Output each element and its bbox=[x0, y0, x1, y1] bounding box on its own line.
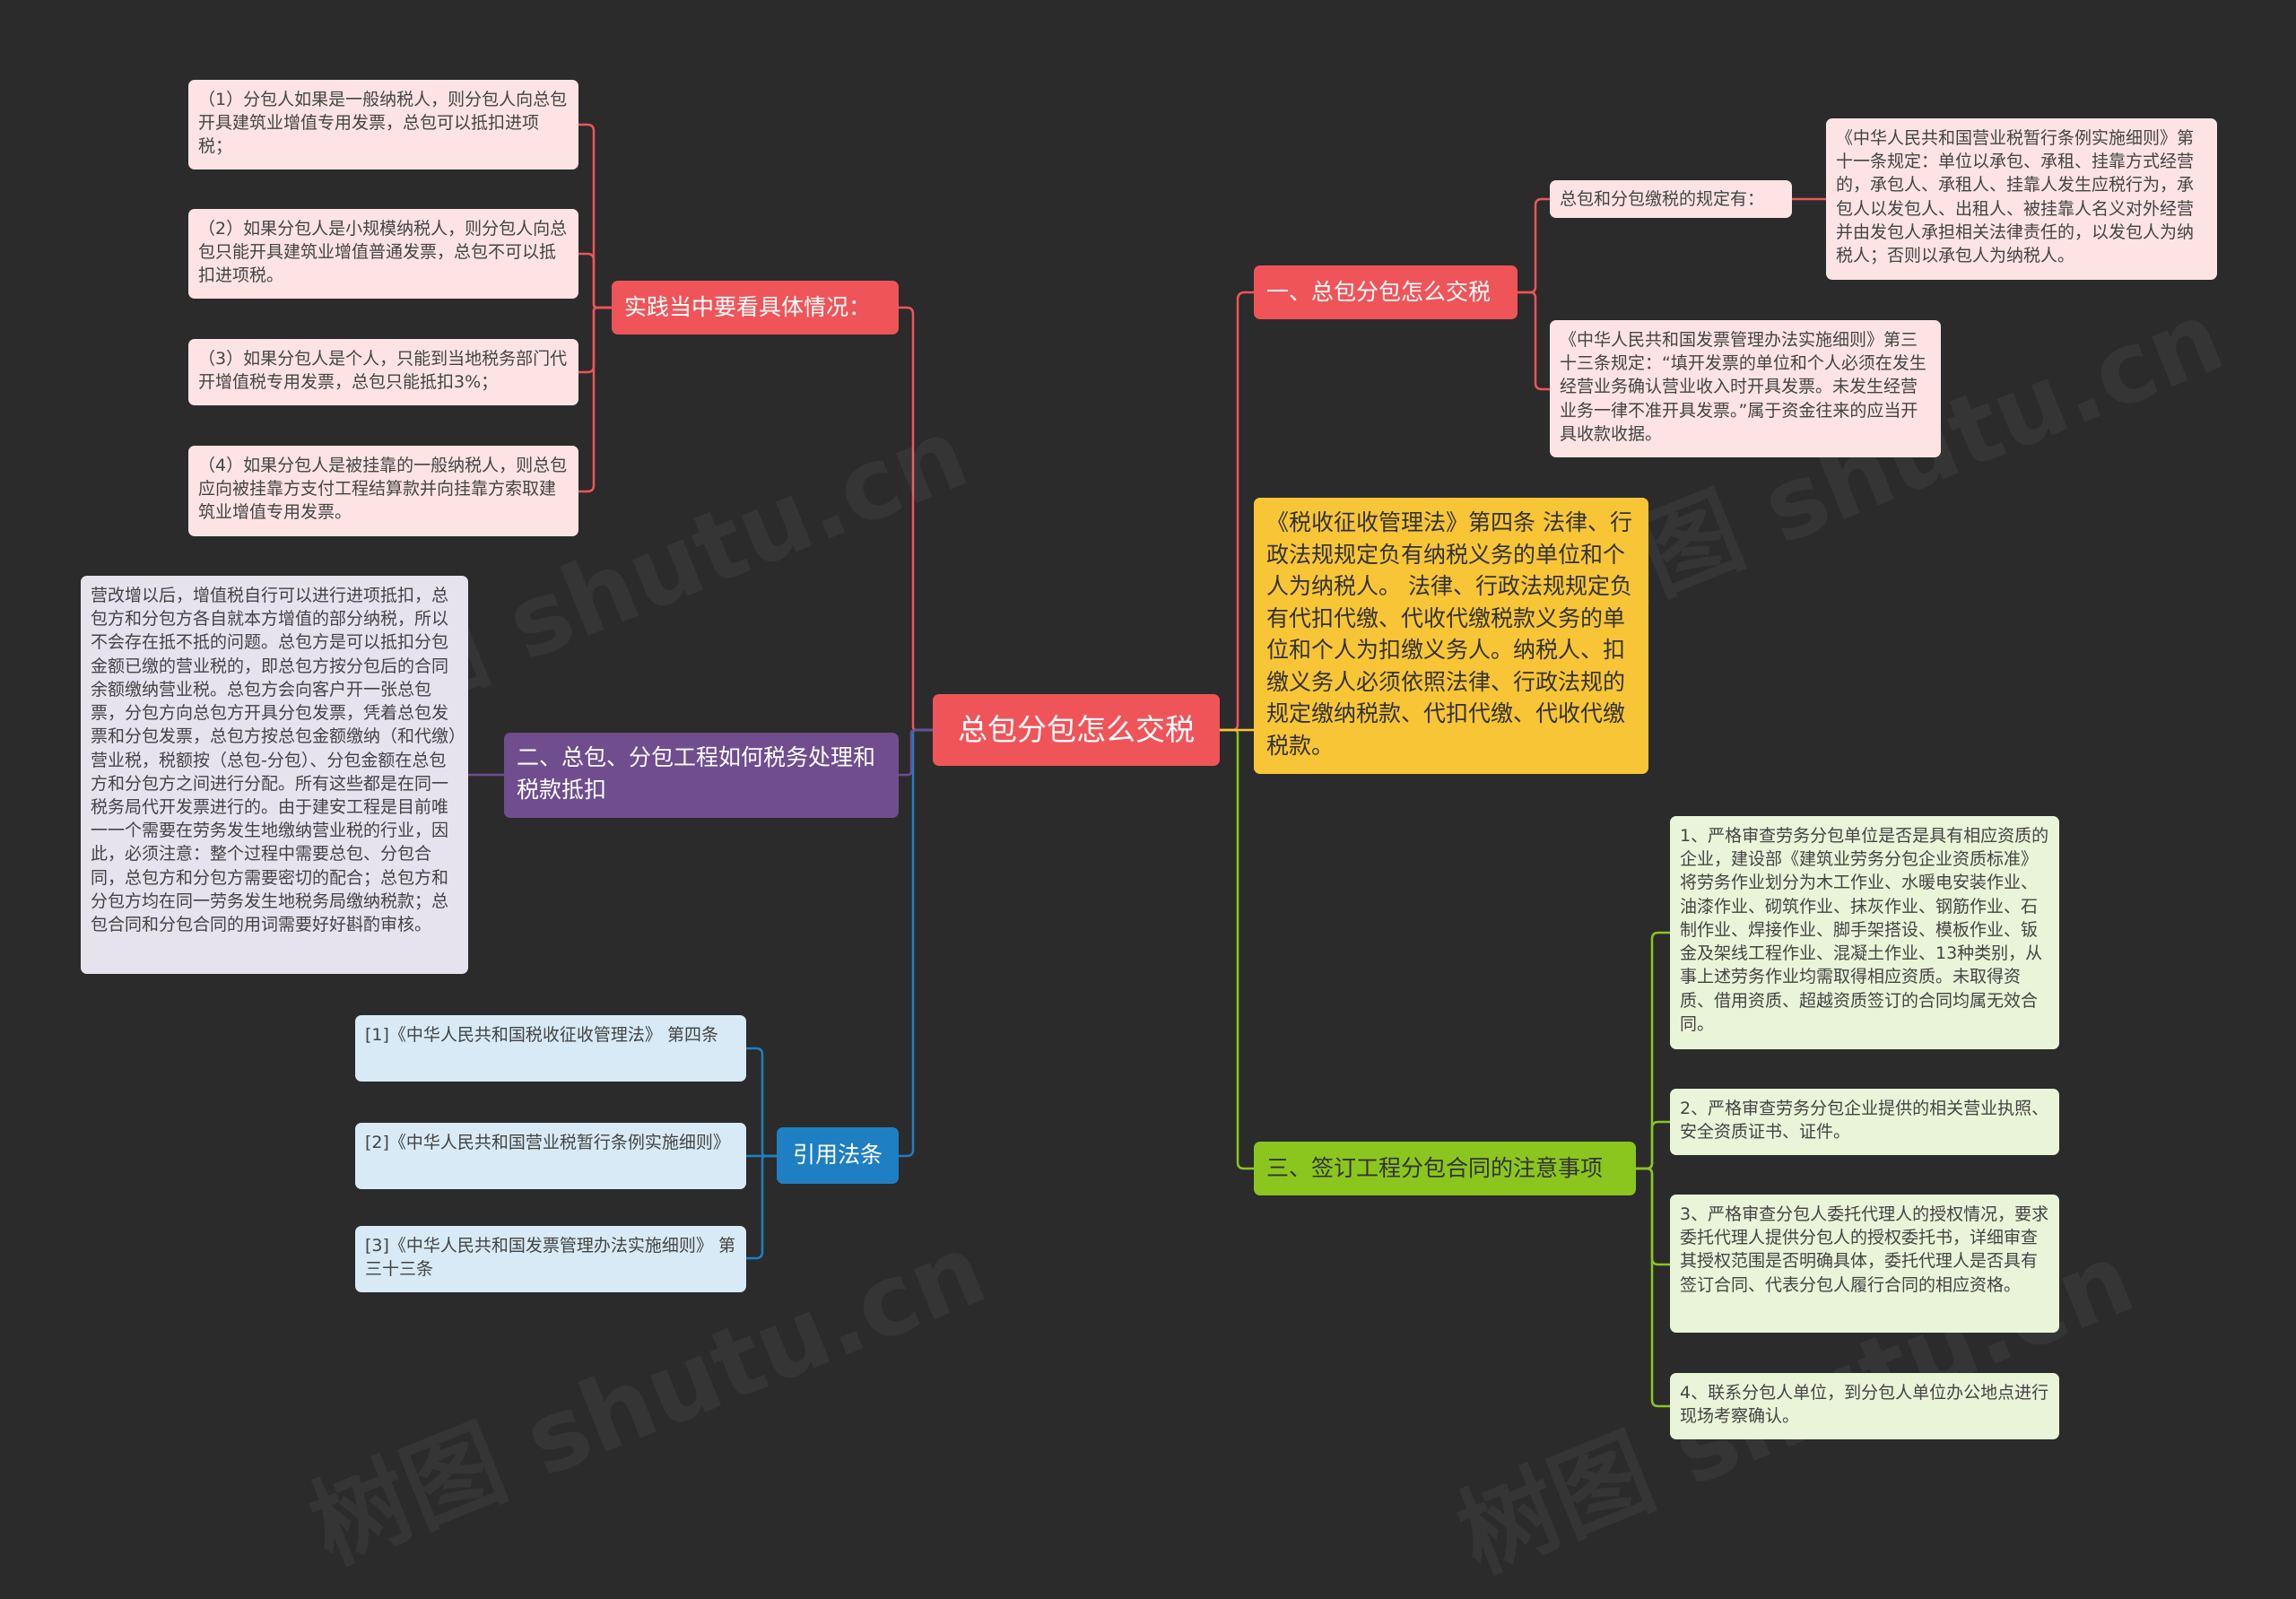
contract-note-text: 4、联系分包人单位，到分包人单位办公地点进行现场考察确认。 bbox=[1680, 1383, 2049, 1427]
branch-practice-label: 实践当中要看具体情况： bbox=[624, 293, 872, 320]
tax-law-note-text: 《税收征收管理法》第四条 法律、行政法规规定负有纳税义务的单位和个人为纳税人。 … bbox=[1266, 509, 1632, 759]
branch-how-to-pay-tax-label: 一、总包分包怎么交税 bbox=[1266, 278, 1492, 305]
citation-text: [3]《中华人民共和国发票管理办法实施细则》 第三十三条 bbox=[365, 1236, 735, 1280]
practice-item-2[interactable]: （2）如果分包人是小规模纳税人，则分包人向总包只能开具建筑业增值普通发票，总包不… bbox=[188, 209, 578, 299]
contract-note-text: 1、严格审查劳务分包单位是否是具有相应资质的企业，建设部《建筑业劳务分包企业资质… bbox=[1680, 826, 2049, 1034]
contract-note-2[interactable]: 2、严格审查劳务分包企业提供的相关营业执照、安全资质证书、证件。 bbox=[1670, 1089, 2059, 1155]
contract-note-4[interactable]: 4、联系分包人单位，到分包人单位办公地点进行现场考察确认。 bbox=[1670, 1373, 2059, 1439]
tax-law-note[interactable]: 《税收征收管理法》第四条 法律、行政法规规定负有纳税义务的单位和个人为纳税人。 … bbox=[1254, 498, 1648, 774]
citation-item-2[interactable]: [2]《中华人民共和国营业税暂行条例实施细则》 bbox=[355, 1123, 746, 1189]
practice-item-4[interactable]: （4）如果分包人是被挂靠的一般纳税人，则总包应向被挂靠方支付工程结算款并向挂靠方… bbox=[188, 446, 578, 536]
branch-tax-handling-label: 二、总包、分包工程如何税务处理和税款抵扣 bbox=[517, 744, 876, 804]
tax-rules-detail-text: 《中华人民共和国营业税暂行条例实施细则》第十一条规定：单位以承包、承租、挂靠方式… bbox=[1836, 128, 2195, 266]
citation-item-3[interactable]: [3]《中华人民共和国发票管理办法实施细则》 第三十三条 bbox=[355, 1226, 746, 1292]
tax-rules-heading-text: 总包和分包缴税的规定有： bbox=[1560, 188, 1765, 209]
connector-lines bbox=[468, 123, 1826, 1408]
tax-handling-detail-text: 营改增以后，增值税自行可以进行进项抵扣，总包方和分包方各自就本方增值的部分纳税，… bbox=[91, 586, 457, 935]
branch-practice[interactable]: 实践当中要看具体情况： bbox=[612, 281, 899, 335]
citation-text: [1]《中华人民共和国税收征收管理法》 第四条 bbox=[365, 1025, 718, 1045]
invoice-rule-note-text: 《中华人民共和国发票管理办法实施细则》第三十三条规定：“填开发票的单位和个人必须… bbox=[1560, 330, 1926, 444]
branch-contract-notes[interactable]: 三、签订工程分包合同的注意事项 bbox=[1254, 1142, 1636, 1195]
practice-item-1[interactable]: （1）分包人如果是一般纳税人，则分包人向总包开具建筑业增值专用发票，总包可以抵扣… bbox=[188, 80, 578, 169]
practice-item-text: （2）如果分包人是小规模纳税人，则分包人向总包只能开具建筑业增值普通发票，总包不… bbox=[198, 219, 568, 286]
tax-rules-heading[interactable]: 总包和分包缴税的规定有： bbox=[1550, 180, 1792, 218]
tax-handling-detail[interactable]: 营改增以后，增值税自行可以进行进项抵扣，总包方和分包方各自就本方增值的部分纳税，… bbox=[81, 576, 468, 974]
invoice-rule-note[interactable]: 《中华人民共和国发票管理办法实施细则》第三十三条规定：“填开发票的单位和个人必须… bbox=[1550, 320, 1941, 457]
practice-item-text: （4）如果分包人是被挂靠的一般纳税人，则总包应向被挂靠方支付工程结算款并向挂靠方… bbox=[198, 456, 568, 523]
citation-text: [2]《中华人民共和国营业税暂行条例实施细则》 bbox=[365, 1133, 730, 1152]
branch-citations-label: 引用法条 bbox=[792, 1142, 883, 1169]
practice-item-text: （3）如果分包人是个人，只能到当地税务部门代开增值税专用发票，总包只能抵扣3%； bbox=[198, 349, 568, 393]
branch-how-to-pay-tax[interactable]: 一、总包分包怎么交税 bbox=[1254, 265, 1518, 319]
root-node[interactable]: 总包分包怎么交税 bbox=[933, 694, 1220, 766]
contract-note-text: 3、严格审查分包人委托代理人的授权情况，要求委托代理人提供分包人的授权委托书，详… bbox=[1680, 1204, 2049, 1295]
branch-citations[interactable]: 引用法条 bbox=[777, 1127, 899, 1184]
contract-note-text: 2、严格审查劳务分包企业提供的相关营业执照、安全资质证书、证件。 bbox=[1680, 1099, 2049, 1143]
branch-contract-notes-label: 三、签订工程分包合同的注意事项 bbox=[1266, 1154, 1604, 1181]
root-label: 总包分包怎么交税 bbox=[958, 712, 1195, 748]
contract-note-1[interactable]: 1、严格审查劳务分包单位是否是具有相应资质的企业，建设部《建筑业劳务分包企业资质… bbox=[1670, 816, 2059, 1049]
tax-rules-detail[interactable]: 《中华人民共和国营业税暂行条例实施细则》第十一条规定：单位以承包、承租、挂靠方式… bbox=[1826, 118, 2217, 280]
practice-item-text: （1）分包人如果是一般纳税人，则分包人向总包开具建筑业增值专用发票，总包可以抵扣… bbox=[198, 90, 568, 157]
branch-tax-handling[interactable]: 二、总包、分包工程如何税务处理和税款抵扣 bbox=[504, 733, 899, 818]
practice-item-3[interactable]: （3）如果分包人是个人，只能到当地税务部门代开增值税专用发票，总包只能抵扣3%； bbox=[188, 339, 578, 405]
contract-note-3[interactable]: 3、严格审查分包人委托代理人的授权情况，要求委托代理人提供分包人的授权委托书，详… bbox=[1670, 1195, 2059, 1333]
citation-item-1[interactable]: [1]《中华人民共和国税收征收管理法》 第四条 bbox=[355, 1015, 746, 1082]
